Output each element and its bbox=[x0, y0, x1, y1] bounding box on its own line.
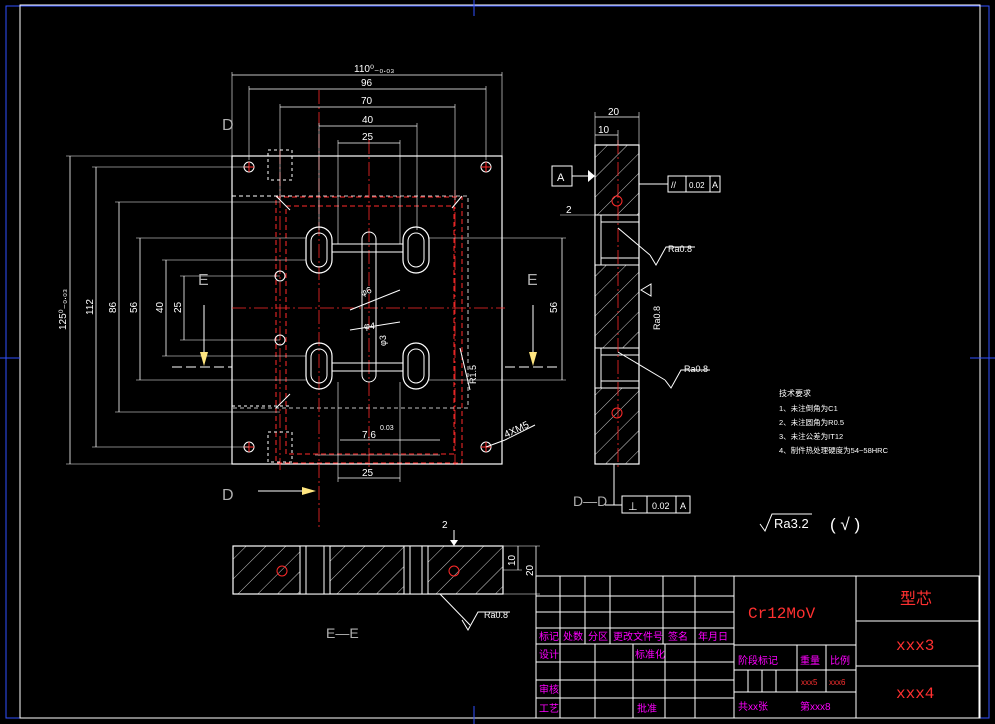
tb-header-count: 处数 bbox=[563, 630, 583, 643]
tb-design: 设计 bbox=[539, 648, 559, 661]
dim-96: 96 bbox=[361, 78, 373, 89]
note-item-2: 2、未注圆角为R0.5 bbox=[779, 417, 844, 427]
tb-sheets: 共xx张 bbox=[738, 701, 768, 713]
dim-70: 70 bbox=[361, 96, 373, 107]
tb-header-zone: 分区 bbox=[588, 631, 608, 643]
general-roughness: Ra3.2 ( √ ) bbox=[759, 513, 860, 534]
dim-7-6: 7.6 bbox=[362, 430, 376, 441]
general-roughness-bracket: ( √ ) bbox=[830, 515, 860, 534]
dim-40: 40 bbox=[362, 115, 374, 126]
general-roughness-value: Ra3.2 bbox=[774, 516, 809, 531]
dim-40-left: 40 bbox=[155, 301, 166, 313]
label-e-left: E bbox=[198, 272, 209, 289]
side-dim-2: 2 bbox=[566, 205, 572, 216]
inner-frame bbox=[19, 4, 981, 719]
tb-drawing-no-2: xxx4 bbox=[896, 685, 934, 703]
bottom-section-view bbox=[232, 530, 540, 631]
tol-perp-symbol: ⊥ bbox=[628, 501, 638, 513]
tol-perp-ref: A bbox=[680, 501, 686, 511]
section-dd-label: D—D bbox=[573, 493, 607, 509]
tb-standardize: 标准化 bbox=[635, 648, 665, 661]
dim-25-left: 25 bbox=[173, 301, 184, 313]
tb-material: Cr12MoV bbox=[748, 605, 816, 623]
rough-ra08-2: Ra0.8 bbox=[652, 306, 662, 330]
tol-perp-value: 0.02 bbox=[652, 501, 670, 511]
bottom-dim-2: 2 bbox=[442, 520, 448, 531]
notes-title: 技术要求 bbox=[779, 388, 811, 398]
dim-r15: R1.5 bbox=[468, 365, 478, 384]
bottom-rough: Ra0.8 bbox=[484, 610, 508, 620]
dim-125: 125⁰₋₀.₀₃ bbox=[58, 289, 69, 330]
side-dim-10: 10 bbox=[598, 125, 610, 136]
tb-process: 工艺 bbox=[539, 703, 559, 715]
side-dim-20: 20 bbox=[608, 107, 620, 118]
tb-stage-mark: 阶段标记 bbox=[738, 654, 778, 667]
plan-view bbox=[66, 72, 566, 530]
dim-7-6-tol: 0.03 bbox=[380, 425, 394, 432]
bottom-dim-10: 10 bbox=[507, 554, 518, 566]
label-d-bottom: D bbox=[222, 487, 234, 504]
dim-110: 110⁰₋₀.₀₃ bbox=[354, 64, 394, 75]
dim-4xm5: 4XM5 bbox=[503, 420, 532, 441]
dim-25-bottom: 25 bbox=[362, 468, 374, 479]
dim-25-top: 25 bbox=[362, 132, 374, 143]
tb-drawing-no-1: xxx3 bbox=[896, 637, 934, 655]
label-section-ee: E—E bbox=[326, 625, 359, 641]
tb-part-name: 型芯 bbox=[900, 590, 932, 608]
label-d-top: D bbox=[222, 117, 234, 134]
label-e-right: E bbox=[527, 272, 538, 289]
tol-parallel-symbol: // bbox=[671, 180, 677, 190]
datum-a-label: A bbox=[557, 172, 565, 184]
tb-approve: 批准 bbox=[637, 702, 657, 715]
tol-parallel-ref: A bbox=[712, 180, 718, 190]
rough-ra08-1: Ra0.8 bbox=[668, 244, 692, 254]
tb-header-date: 年月日 bbox=[698, 630, 728, 643]
note-item-4: 4、制件热处理硬度为54~58HRC bbox=[779, 445, 889, 455]
tb-scale: 比例 bbox=[830, 654, 850, 667]
dim-phi3: φ3 bbox=[378, 335, 388, 346]
dim-86: 86 bbox=[108, 301, 119, 313]
tb-scale-value: xxx6 bbox=[829, 678, 846, 687]
note-item-3: 3、未注公差为IT12 bbox=[779, 431, 843, 441]
bottom-dim-20: 20 bbox=[525, 564, 536, 576]
technical-notes: 技术要求 1、未注倒角为C1 2、未注圆角为R0.5 3、未注公差为IT12 4… bbox=[779, 388, 889, 455]
tol-parallel-value: 0.02 bbox=[689, 181, 705, 190]
side-view bbox=[551, 112, 721, 514]
dim-56-left: 56 bbox=[129, 301, 140, 313]
rough-ra08-3: Ra0.8 bbox=[684, 364, 708, 374]
dim-56-right: 56 bbox=[549, 301, 560, 313]
dim-phi4: φ4 bbox=[364, 321, 375, 331]
tb-header-changefile: 更改文件号 bbox=[613, 630, 663, 643]
dim-112: 112 bbox=[85, 299, 96, 315]
tb-weight-value: xxx5 bbox=[801, 678, 818, 687]
tb-review: 审核 bbox=[539, 683, 559, 696]
title-block bbox=[535, 575, 980, 719]
tb-weight: 重量 bbox=[800, 654, 820, 667]
tb-header-mark: 标记 bbox=[539, 631, 559, 643]
tb-header-sign: 签名 bbox=[668, 630, 688, 643]
note-item-1: 1、未注倒角为C1 bbox=[779, 403, 838, 413]
tb-sheet-no: 第xxx8 bbox=[800, 700, 831, 713]
dim-phi6: φ6 bbox=[359, 285, 373, 298]
